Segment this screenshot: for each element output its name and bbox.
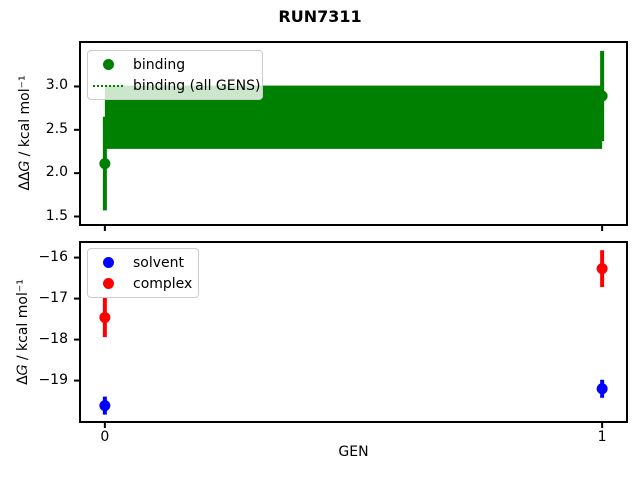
y-tick-label: 3.0	[45, 77, 68, 94]
x-tick-label: 0	[100, 429, 110, 445]
binding-point-gen0	[99, 158, 111, 170]
legend-item-complex: complex	[93, 273, 192, 294]
solvent-marker-icon	[93, 257, 123, 268]
y-tick-label: −19	[38, 371, 68, 388]
y-tick-label: −17	[38, 289, 68, 306]
legend-item-binding-all-gens: binding (all GENS)	[93, 75, 260, 96]
figure-title: RUN7311	[278, 7, 362, 26]
solvent-point-gen0	[99, 400, 111, 412]
complex-point-gen1	[596, 263, 608, 275]
legend-label-binding: binding	[133, 56, 186, 73]
legend-label-solvent: solvent	[133, 254, 185, 271]
dotted-line-icon	[93, 84, 123, 87]
axes-frame-1	[79, 241, 628, 423]
xlabel-gen: GEN	[338, 444, 369, 460]
legend-label-complex: complex	[133, 275, 193, 292]
x-tick-label: 1	[597, 429, 607, 445]
legend-item-binding: binding	[93, 54, 256, 75]
complex-point-gen0	[99, 311, 111, 323]
y-tick-label: 1.5	[45, 207, 68, 224]
top-plot-legend: binding binding (all GENS)	[87, 50, 263, 100]
y-tick-label: −16	[38, 248, 68, 265]
bottom-plot-legend: solvent complex	[87, 248, 199, 298]
legend-label-binding-all-gens: binding (all GENS)	[133, 77, 261, 94]
y-tick-label: 2.0	[45, 164, 68, 181]
y-tick-label: −18	[38, 330, 68, 347]
axes-frame-0	[79, 41, 628, 226]
y-tick-label: 2.5	[45, 120, 68, 137]
binding-marker-icon	[93, 59, 123, 70]
complex-marker-icon	[93, 278, 123, 289]
solvent-point-gen1	[596, 383, 608, 395]
binding-point-gen1	[596, 90, 608, 102]
legend-item-solvent: solvent	[93, 252, 192, 273]
